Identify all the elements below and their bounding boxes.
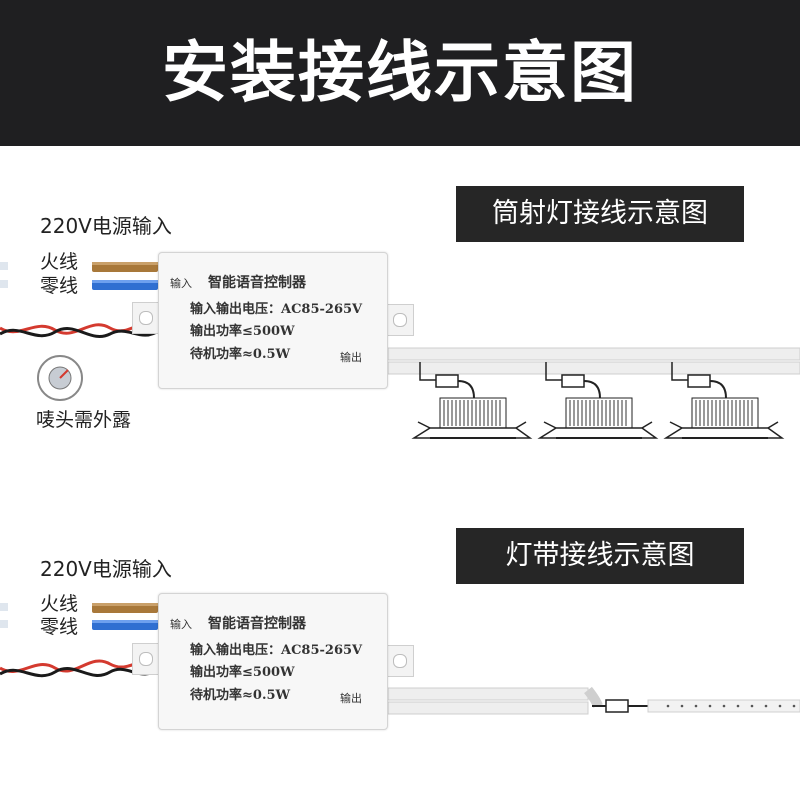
page-title: 安装接线示意图 <box>162 34 638 111</box>
live-wire-label: 火线 <box>40 593 79 615</box>
wire-stub-left <box>0 620 8 628</box>
wire-stub-left <box>0 603 8 611</box>
strip-connector-icon <box>592 699 648 713</box>
mounting-ear-right <box>386 304 414 336</box>
controller-name: 智能语音控制器 <box>208 616 306 632</box>
output-conduit-1 <box>387 347 800 375</box>
power-input-label: 220V电源输入 <box>40 557 172 581</box>
wire-stub-left <box>0 280 8 288</box>
controller-input-tag: 输入 <box>170 618 192 631</box>
wire-stub-left <box>0 262 8 270</box>
neutral-wire-label: 零线 <box>40 275 79 297</box>
downlight-icon <box>537 362 659 439</box>
header-banner: 安装接线示意图 <box>0 0 800 146</box>
controller-output-tag: 输出 <box>340 351 362 364</box>
controller-input-tag: 输入 <box>170 277 192 290</box>
downlight-icon <box>411 362 533 439</box>
output-conduit-2 <box>387 686 603 715</box>
controller-standby: 待机功率≈0.5W <box>190 347 291 362</box>
mic-exposed-note: 唛头需外露 <box>36 409 132 431</box>
microphone-head-icon <box>37 355 83 401</box>
mounting-ear-left <box>132 302 160 334</box>
controller-standby: 待机功率≈0.5W <box>190 688 291 703</box>
led-strip-icon <box>647 699 800 713</box>
controller-voltage: 输入输出电压：AC85-265V <box>190 302 363 317</box>
controller-body <box>158 252 388 389</box>
controller-body <box>158 593 388 730</box>
controller-power: 输出功率≤500W <box>190 665 295 680</box>
neutral-wire-label: 零线 <box>40 616 79 638</box>
power-input-label: 220V电源输入 <box>40 214 172 238</box>
controller-output-tag: 输出 <box>340 692 362 705</box>
downlight-icon <box>663 362 785 439</box>
controller-name: 智能语音控制器 <box>208 275 306 291</box>
controller-voltage: 输入输出电压：AC85-265V <box>190 643 363 658</box>
controller-power: 输出功率≤500W <box>190 324 295 339</box>
section-label-led-strip: 灯带接线示意图 <box>456 528 744 584</box>
mounting-ear-right <box>386 645 414 677</box>
live-wire-label: 火线 <box>40 251 79 273</box>
mounting-ear-left <box>132 643 160 675</box>
section-label-downlight: 筒射灯接线示意图 <box>456 186 744 242</box>
